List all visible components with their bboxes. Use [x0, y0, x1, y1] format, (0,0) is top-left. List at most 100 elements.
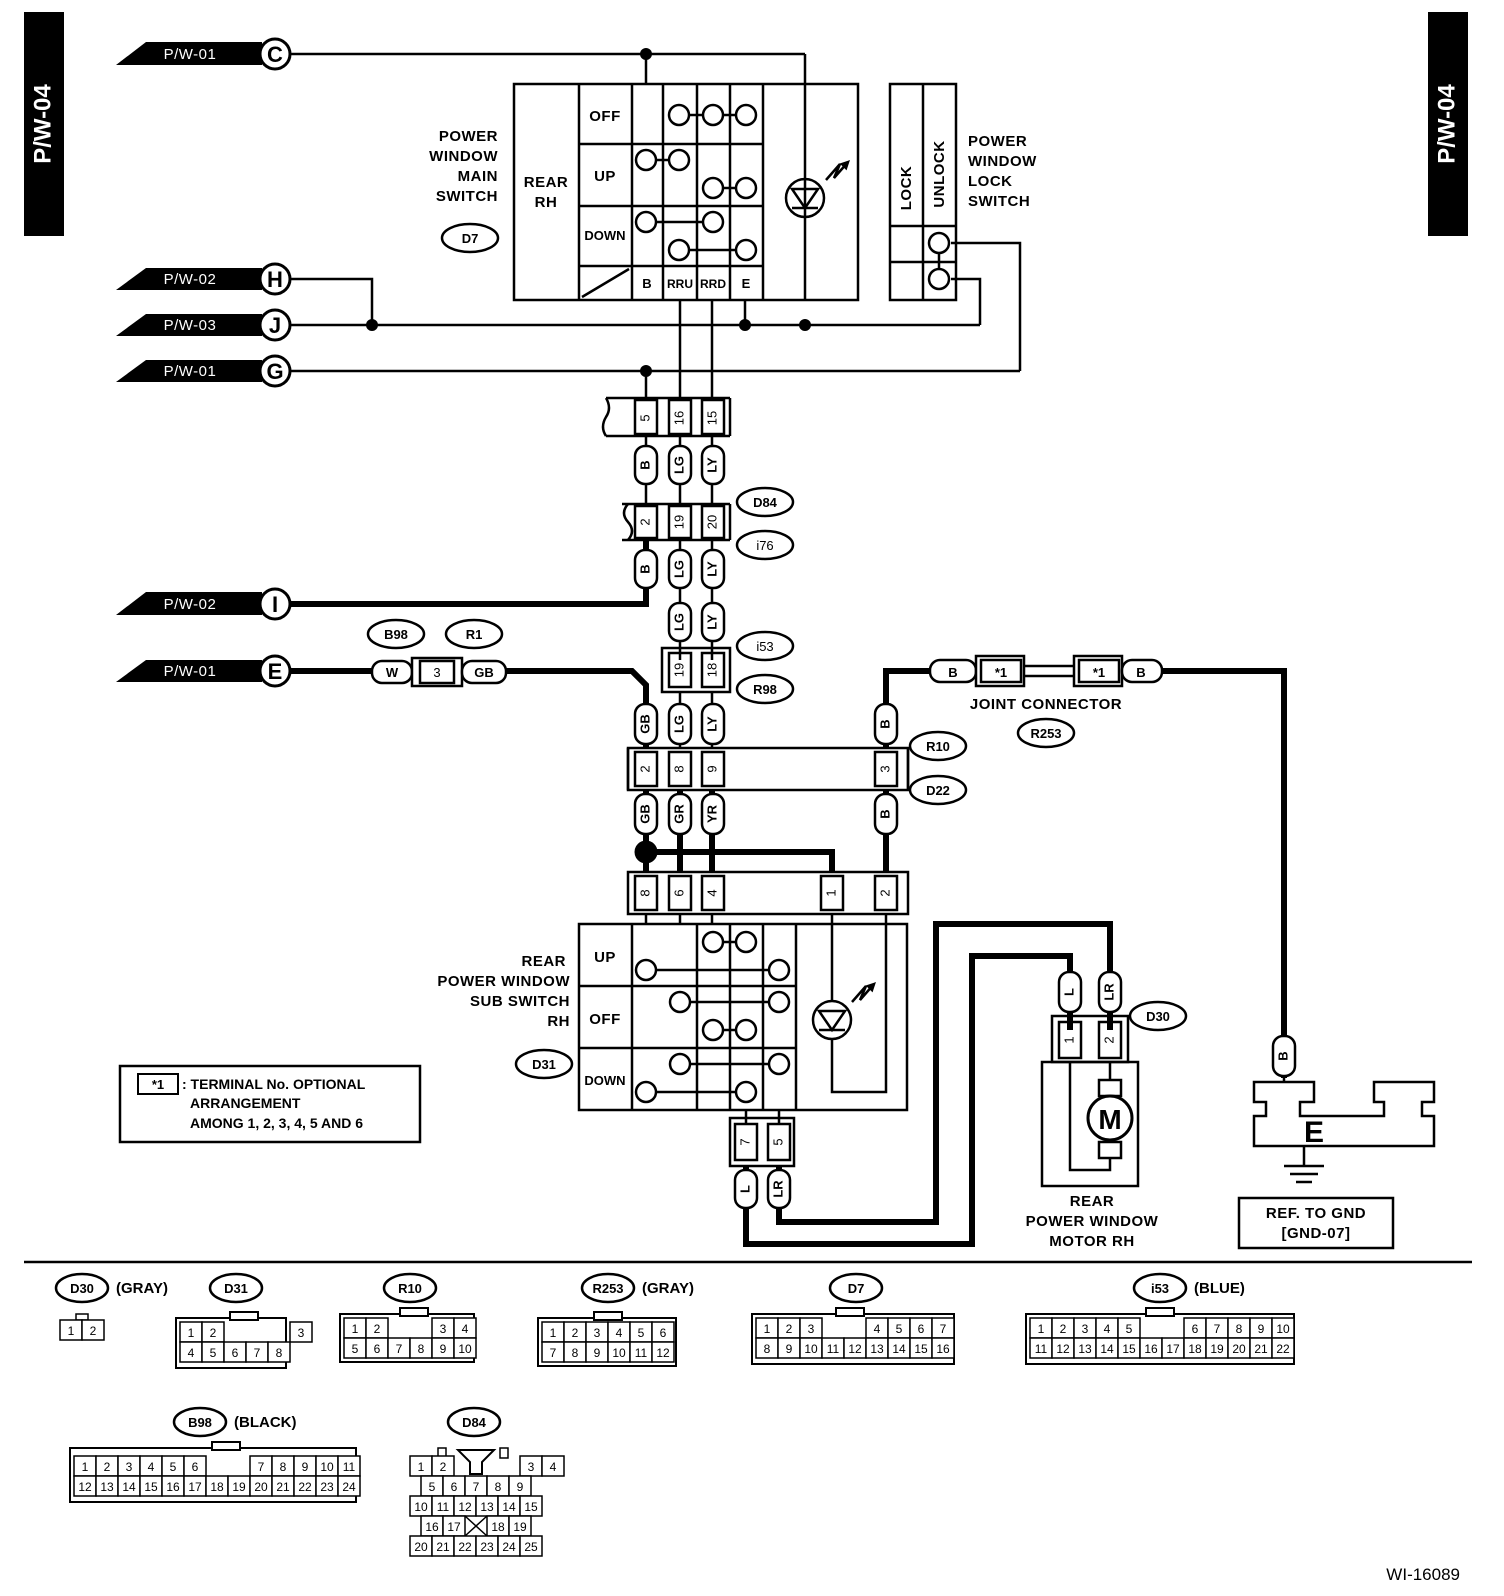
svg-text:YR: YR [704, 804, 719, 823]
svg-text:i53: i53 [756, 639, 773, 654]
svg-text:*1: *1 [1093, 665, 1105, 680]
legend-d31-cell [267, 1341, 291, 1363]
svg-text:B: B [877, 809, 892, 818]
legend-r253-pin: 3 [594, 1326, 601, 1340]
legend-b98-pin: 14 [122, 1480, 136, 1494]
note-box: *1 : TERMINAL No. OPTIONAL ARRANGEMENT A… [118, 1064, 422, 1144]
svg-text:3: 3 [877, 765, 892, 772]
svg-text:C: C [267, 42, 283, 67]
legend-i53-pin: 8 [1236, 1322, 1243, 1336]
legend-d84-pin: 20 [414, 1540, 428, 1554]
legend-r253-pin: 9 [594, 1346, 601, 1360]
svg-text:E: E [1304, 1116, 1324, 1149]
svg-text:6: 6 [671, 889, 686, 896]
legend-r253-cell [651, 1341, 675, 1363]
legend-i53-pin: 11 [1035, 1342, 1048, 1356]
legend-d30-color: (GRAY) [116, 1280, 168, 1297]
ground-terminal [1237, 1034, 1436, 1250]
page-tag-right: P/W-04 [1428, 12, 1468, 236]
svg-text:I: I [272, 592, 278, 617]
svg-text:i76: i76 [756, 538, 773, 553]
svg-text:POWER: POWER [439, 128, 498, 145]
legend-r10-pin: 4 [462, 1322, 469, 1336]
svg-text:OFF: OFF [589, 1011, 621, 1028]
svg-text:B: B [637, 460, 652, 469]
legend-i53-pin: 18 [1188, 1342, 1202, 1356]
main-switch-d7 [512, 82, 860, 302]
legend-d7-pin: 16 [936, 1342, 950, 1356]
junction-dots-top [366, 48, 811, 377]
svg-text:LG: LG [671, 613, 686, 631]
svg-text:REAR: REAR [1070, 1193, 1115, 1210]
svg-text:D84: D84 [753, 495, 778, 510]
svg-text:J: J [269, 313, 281, 338]
svg-text:B98: B98 [384, 627, 408, 642]
page-tag-left: P/W-04 [24, 12, 64, 236]
legend-d84-pin: 15 [524, 1500, 538, 1514]
legend-d31-pin: 8 [276, 1346, 283, 1360]
legend-d84-id: D84 [462, 1415, 487, 1430]
legend-d84-pin: 2 [440, 1460, 447, 1474]
legend-b98-pin: 18 [210, 1480, 224, 1494]
legend-i53-pin: 7 [1214, 1322, 1221, 1336]
legend-i53-pin: 2 [1060, 1322, 1067, 1336]
svg-text:R10: R10 [926, 739, 950, 754]
legend-b98-id: B98 [188, 1415, 212, 1430]
svg-text:REF. TO GND: REF. TO GND [1266, 1205, 1366, 1222]
figure-id: WI-16089 [1386, 1565, 1460, 1584]
legend-d30-pin: 2 [90, 1324, 97, 1338]
svg-text:E: E [268, 659, 283, 684]
svg-text:19: 19 [671, 515, 686, 529]
legend-b98-pin: 16 [166, 1480, 180, 1494]
legend-d31-pin: 2 [210, 1326, 217, 1340]
svg-text:B: B [637, 564, 652, 573]
legend-b98-pin: 24 [342, 1480, 356, 1494]
legend-d84-pin: 23 [480, 1540, 494, 1554]
legend-d31-pin: 1 [188, 1326, 195, 1340]
svg-text:16: 16 [671, 411, 686, 425]
svg-text:5: 5 [770, 1138, 785, 1145]
legend-b98-pin: 3 [126, 1460, 133, 1474]
svg-text:DOWN: DOWN [584, 1073, 625, 1088]
legend-b98-pin: 7 [258, 1460, 265, 1474]
legend-d30-id: D30 [70, 1281, 94, 1296]
legend-i53-id: i53 [1151, 1281, 1169, 1296]
connector-r10 [626, 730, 968, 806]
legend-d31-badge [208, 1272, 264, 1304]
svg-text:P/W-02: P/W-02 [164, 271, 217, 288]
svg-text:RH: RH [547, 1013, 570, 1030]
legend-d84-pin: 21 [436, 1540, 450, 1554]
svg-text:LY: LY [704, 457, 719, 473]
svg-text:D31: D31 [532, 1057, 556, 1072]
svg-text:3: 3 [433, 665, 440, 680]
legend-d31-pin: 6 [232, 1346, 239, 1360]
legend-r253-badge [580, 1272, 636, 1304]
ref-c: P/W-01 C [116, 37, 292, 71]
legend-d7-pin: 11 [827, 1342, 840, 1356]
svg-text:LY: LY [704, 561, 719, 577]
legend-b98-pin: 17 [188, 1480, 202, 1494]
legend-r10-pin: 1 [352, 1322, 359, 1336]
ref-h: P/W-02 H [116, 262, 292, 296]
svg-text:*1: *1 [995, 665, 1007, 680]
legend-d84-pin: 11 [437, 1500, 450, 1514]
legend-b98-pin: 4 [148, 1460, 155, 1474]
legend-d7-id: D7 [848, 1281, 865, 1296]
svg-text:8: 8 [637, 889, 652, 896]
main-switch-title: POWER WINDOW MAIN SWITCH D7 REAR RH OFF … [429, 108, 750, 291]
svg-text:GB: GB [474, 665, 494, 680]
connector-d31 [626, 870, 910, 916]
svg-text:LOCK: LOCK [968, 173, 1013, 190]
ref-e: P/W-01 E [116, 654, 292, 688]
svg-text:2: 2 [637, 765, 652, 772]
legend-d7-pin: 15 [914, 1342, 928, 1356]
svg-text:D7: D7 [462, 231, 479, 246]
legend-r10-id: R10 [398, 1281, 422, 1296]
svg-text:RH: RH [535, 194, 558, 211]
legend-r10-pin: 9 [440, 1342, 447, 1356]
svg-text:E: E [742, 276, 751, 291]
legend-d84-pin: 14 [502, 1500, 516, 1514]
svg-text:GR: GR [671, 804, 686, 824]
legend-r10-badge [382, 1272, 438, 1304]
